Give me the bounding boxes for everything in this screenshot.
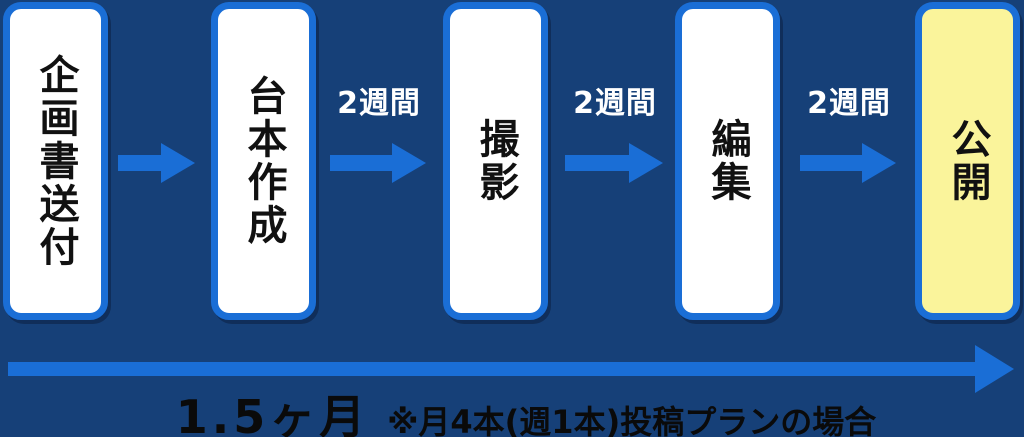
- duration-label-1: 2週間: [337, 86, 421, 121]
- arrow-head: [629, 143, 663, 183]
- timeline-arrow-head-icon: [975, 345, 1014, 393]
- arrow-shaft: [118, 155, 163, 171]
- step-label-publish: 公開: [944, 118, 991, 204]
- step-label-editing: 編集: [704, 118, 751, 204]
- step-box-publish: 公開: [915, 2, 1020, 320]
- step-box-filming: 撮影: [443, 2, 548, 320]
- step-box-editing: 編集: [675, 2, 780, 320]
- arrow-head: [392, 143, 426, 183]
- duration-label-3: 2週間: [807, 86, 891, 121]
- total-duration-label: 1.5ヶ月: [175, 390, 370, 437]
- arrow-shaft: [330, 155, 394, 171]
- timeline-footer: 1.5ヶ月 ※月4本(週1本)投稿プランの場合: [14, 381, 1024, 437]
- duration-label-2: 2週間: [573, 86, 657, 121]
- plan-note-label: ※月4本(週1本)投稿プランの場合: [387, 403, 877, 437]
- timeline-arrow-shaft: [8, 362, 977, 376]
- step-label-proposal: 企画書送付: [32, 53, 79, 269]
- arrow-shaft: [800, 155, 864, 171]
- step-label-script: 台本作成: [240, 75, 287, 247]
- arrow-head: [161, 143, 195, 183]
- step-box-proposal: 企画書送付: [3, 2, 108, 320]
- arrow-head: [862, 143, 896, 183]
- step-label-filming: 撮影: [472, 118, 519, 204]
- arrow-shaft: [565, 155, 631, 171]
- step-box-script: 台本作成: [211, 2, 316, 320]
